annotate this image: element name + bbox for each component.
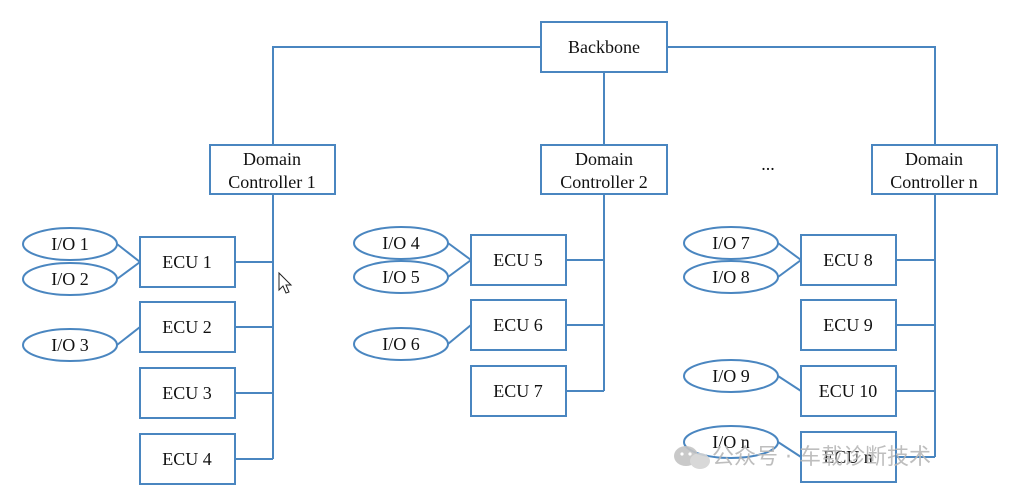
watermark-text: 公众号 · 车载诊断技术 (712, 445, 931, 470)
io-node: I/O 8 (683, 260, 779, 294)
mouse-cursor-icon (278, 271, 293, 294)
io-n-to-ecu-n (777, 441, 802, 458)
ecu-label: ECU 10 (819, 381, 878, 401)
ecu-label: ECU 1 (162, 252, 212, 272)
backbone-link-controller-1 (272, 46, 541, 145)
controller-label-line1: Domain (905, 149, 963, 169)
io-label: I/O 4 (382, 233, 420, 253)
controller-label-line2: Controller n (890, 172, 978, 192)
io-label: I/O 3 (51, 335, 89, 355)
io-label: I/O 7 (712, 233, 750, 253)
ecu-box: ECU 6 (470, 299, 567, 351)
io-node: I/O 1 (22, 227, 118, 261)
io-label: I/O 2 (51, 269, 89, 289)
backbone-link-controller-n (667, 46, 936, 145)
io-label: I/O n (712, 432, 750, 452)
ecu-box: ECU 5 (470, 234, 567, 286)
io-node: I/O 6 (353, 327, 449, 361)
io-label: I/O 8 (712, 267, 750, 287)
io-node: I/O 5 (353, 260, 449, 294)
controller-label-line1: Domain (575, 149, 633, 169)
ecu-box: ECU 4 (139, 433, 236, 485)
io-label: I/O 5 (382, 267, 420, 287)
ecu-box: ECU 9 (800, 299, 897, 351)
io-node: I/O n (683, 425, 779, 459)
ecu-box: ECU 7 (470, 365, 567, 417)
io-node: I/O 2 (22, 262, 118, 296)
ecu-label: ECU n (823, 447, 873, 467)
ecu-label: ECU 3 (162, 383, 212, 403)
ecu-box: ECU 10 (800, 365, 897, 417)
ecu-label: ECU 7 (493, 381, 543, 401)
ecu-box: ECU 2 (139, 301, 236, 353)
io-3-to-ecu-2 (116, 326, 141, 346)
controller-label-line2: Controller 2 (560, 172, 648, 192)
io-9-to-ecu-10 (777, 375, 802, 392)
ecu-label: ECU 8 (823, 250, 873, 270)
io-node: I/O 4 (353, 226, 449, 260)
ecu-box: ECU 3 (139, 367, 236, 419)
watermark: 公众号 · 车载诊断技术 (674, 445, 931, 470)
io-label: I/O 1 (51, 234, 89, 254)
io-node: I/O 3 (22, 328, 118, 362)
io-4-5-to-ecu-5 (447, 242, 473, 278)
controller-label-line1: Domain (243, 149, 301, 169)
domain-controller-1: Domain Controller 1 (209, 144, 336, 195)
backbone-box: Backbone (540, 21, 668, 73)
ecu-label: ECU 4 (162, 449, 212, 469)
ecu-box: ECU 8 (800, 234, 897, 286)
controller-label-line2: Controller 1 (228, 172, 316, 192)
ecu-label: ECU 2 (162, 317, 212, 337)
io-7-8-to-ecu-8 (777, 242, 803, 278)
io-label: I/O 9 (712, 366, 750, 386)
domain-controller-2: Domain Controller 2 (540, 144, 668, 195)
ecu-box: ECU 1 (139, 236, 236, 288)
ellipsis-label: ... (761, 154, 775, 174)
ecu-box: ECU n (800, 431, 897, 483)
io-node: I/O 7 (683, 226, 779, 260)
wechat-icon (674, 446, 710, 469)
domain-controller-n: Domain Controller n (871, 144, 998, 195)
io-6-to-ecu-6 (447, 324, 472, 345)
ecu-label: ECU 5 (493, 250, 543, 270)
io-node: I/O 9 (683, 359, 779, 393)
io-label: I/O 6 (382, 334, 420, 354)
backbone-label: Backbone (568, 37, 640, 57)
io-1-2-to-ecu-1 (116, 243, 142, 280)
ecu-label: ECU 9 (823, 315, 873, 335)
ecu-label: ECU 6 (493, 315, 543, 335)
